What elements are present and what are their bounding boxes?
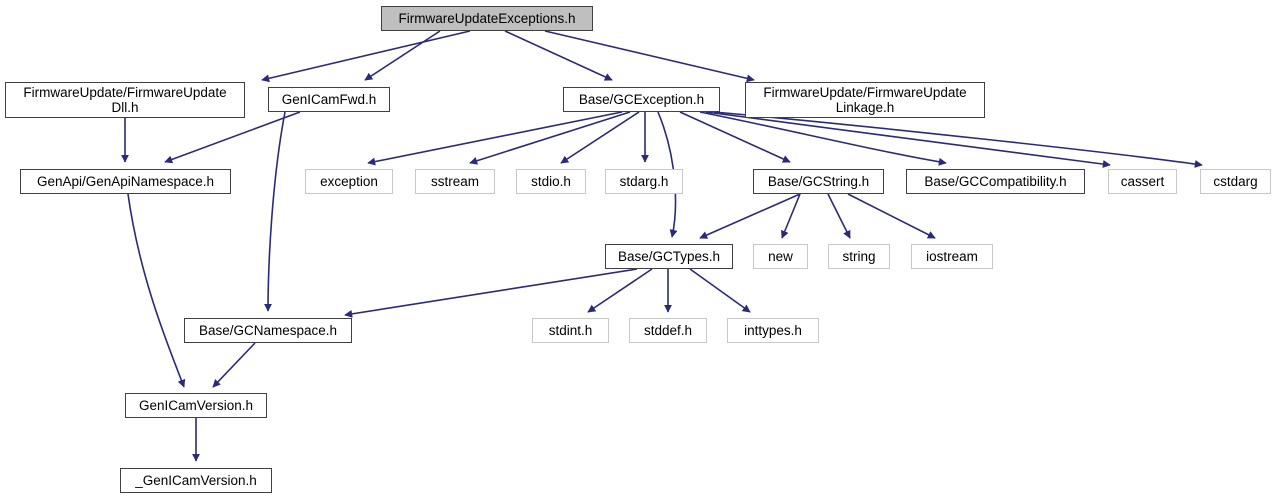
edge-gcexception-to-cassert (705, 111, 1111, 168)
node-label-fwdll: FirmwareUpdate/FirmwareUpdate Dll.h (23, 85, 227, 115)
edge-gcexception-to-cstdarg (713, 111, 1203, 168)
node-stddef[interactable]: stddef.h (629, 318, 707, 343)
edge-gcexception-to-gccompat (699, 111, 947, 166)
node-genicamversion[interactable]: GenICamVersion.h (125, 393, 267, 418)
node-gctypes[interactable]: Base/GCTypes.h (605, 244, 733, 269)
edge-root-to-fwlinkage (544, 30, 755, 83)
node-label-genapins: GenApi/GenApiNamespace.h (36, 174, 215, 189)
node-root[interactable]: FirmwareUpdateExceptions.h (381, 6, 593, 31)
node-new[interactable]: new (753, 244, 808, 269)
edge-gctypes-to-inttypes (689, 268, 751, 313)
node-label-stdio: stdio.h (531, 174, 571, 189)
node-label-sstream: sstream (430, 174, 479, 189)
node-gcexception[interactable]: Base/GCException.h (563, 87, 720, 112)
node-stdint[interactable]: stdint.h (532, 318, 609, 343)
node-genapins[interactable]: GenApi/GenApiNamespace.h (20, 169, 231, 194)
edge-root-to-genicamfwd (364, 30, 441, 81)
edge-root-to-gcexception (504, 30, 613, 81)
node-label-stdint: stdint.h (548, 323, 593, 338)
edge-gcnamespace-to-genicamversion (212, 342, 256, 388)
node-gcnamespace[interactable]: Base/GCNamespace.h (184, 318, 352, 343)
node-cstdarg[interactable]: cstdarg (1200, 169, 1271, 194)
node-exception[interactable]: exception (305, 169, 393, 194)
node-label-cassert: cassert (1120, 174, 1165, 189)
node-iostream[interactable]: iostream (911, 244, 993, 269)
node-label-exception: exception (320, 174, 378, 189)
edges-group (121, 30, 1203, 462)
node-label-genicamversion: GenICamVersion.h (138, 398, 254, 413)
node-fwdll[interactable]: FirmwareUpdate/FirmwareUpdate Dll.h (5, 82, 245, 118)
node-genicamfwd[interactable]: GenICamFwd.h (268, 87, 390, 112)
node-label-gcexception: Base/GCException.h (578, 92, 705, 107)
node-fwlinkage[interactable]: FirmwareUpdate/FirmwareUpdate Linkage.h (745, 82, 985, 118)
edge-gcexception-to-gcstring (679, 111, 791, 163)
edge-gcexception-to-exception (367, 111, 623, 166)
node-label-iostream: iostream (926, 249, 978, 264)
node-label-gccompat: Base/GCCompatibility.h (924, 174, 1067, 189)
node-label-fwlinkage: FirmwareUpdate/FirmwareUpdate Linkage.h (763, 85, 967, 115)
node-label-gcstring: Base/GCString.h (767, 174, 870, 189)
node-stdio[interactable]: stdio.h (516, 169, 586, 194)
edge-gcstring-to-new (781, 193, 801, 239)
node-label-inttypes: inttypes.h (744, 323, 802, 338)
node-_genicamversion[interactable]: _GenICamVersion.h (120, 468, 272, 493)
edge-genicamfwd-to-gcnamespace (264, 111, 286, 312)
edge-gcstring-to-iostream (847, 193, 936, 239)
node-label-gctypes: Base/GCTypes.h (617, 249, 721, 264)
node-label-string: string (842, 249, 876, 264)
node-label-gcnamespace: Base/GCNamespace.h (198, 323, 338, 338)
node-cassert[interactable]: cassert (1108, 169, 1177, 194)
edge-genapins-to-genicamversion (127, 193, 186, 388)
node-label-stdarg: stdarg.h (619, 174, 669, 189)
edge-gcstring-to-gctypes (699, 193, 801, 239)
node-label-new: new (768, 249, 793, 264)
edge-gctypes-to-gcnamespace (344, 268, 638, 318)
edge-root-to-fwdll (261, 30, 471, 83)
node-string[interactable]: string (828, 244, 890, 269)
node-label-root: FirmwareUpdateExceptions.h (398, 11, 576, 26)
node-stdarg[interactable]: stdarg.h (605, 169, 683, 194)
node-gcstring[interactable]: Base/GCString.h (753, 169, 884, 194)
node-label-stddef: stddef.h (643, 323, 693, 338)
node-label-cstdarg: cstdarg (1213, 174, 1258, 189)
edge-gcexception-to-stdio (560, 111, 640, 164)
edge-gcstring-to-string (827, 193, 851, 239)
edge-gctypes-to-stdint (587, 268, 653, 313)
node-inttypes[interactable]: inttypes.h (727, 318, 819, 343)
node-sstream[interactable]: sstream (415, 169, 495, 194)
node-label-genicamfwd: GenICamFwd.h (281, 92, 377, 107)
node-label-_genicamversion: _GenICamVersion.h (135, 473, 257, 488)
node-gccompat[interactable]: Base/GCCompatibility.h (906, 169, 1085, 194)
edge-gcexception-to-sstream (469, 111, 631, 165)
edge-genicamfwd-to-genapins (164, 111, 301, 164)
